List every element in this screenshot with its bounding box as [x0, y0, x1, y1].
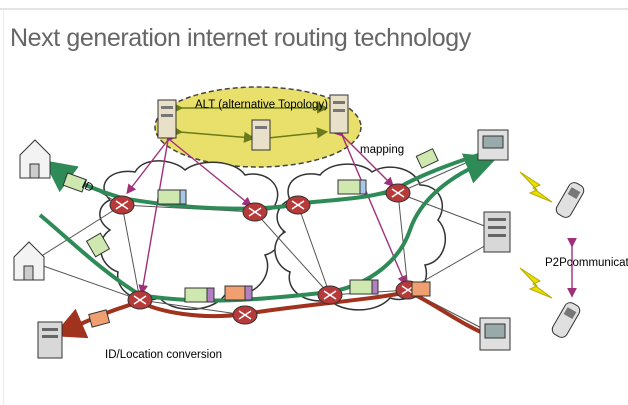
slide-title: Next generation internet routing technol…	[10, 24, 471, 52]
router-icon	[127, 290, 153, 310]
packet-icon	[157, 189, 187, 205]
mapping-label: mapping	[360, 144, 404, 156]
alt-links	[171, 102, 329, 145]
packet-icon	[184, 287, 215, 303]
server-icon	[37, 321, 63, 359]
packet-icon	[337, 179, 367, 195]
packet-icon	[349, 279, 379, 295]
left-rule	[3, 10, 4, 405]
packet-icon	[411, 281, 431, 297]
conversion-label: ID/Location conversion	[105, 349, 222, 361]
id-label: ID	[80, 179, 95, 195]
packets	[62, 148, 439, 328]
alt-label: ALT (alternative Topology)	[195, 99, 328, 111]
top-rule	[0, 8, 628, 10]
router-icon	[317, 285, 343, 305]
packet-icon	[88, 309, 111, 328]
server-icon	[251, 119, 271, 151]
router-icon	[285, 195, 311, 215]
routers	[109, 183, 421, 325]
green-path-2	[38, 153, 498, 303]
server-icon	[329, 94, 349, 134]
packet-icon	[62, 172, 88, 193]
server-icon	[479, 317, 511, 351]
house-icon	[19, 139, 51, 179]
packet-icon	[85, 232, 111, 258]
router-icon	[242, 202, 268, 222]
router-icon	[385, 183, 411, 203]
server-icon	[157, 99, 177, 139]
router-icon	[109, 195, 135, 215]
packet-icon	[415, 148, 439, 169]
alt-servers	[157, 94, 349, 151]
router-icon	[232, 305, 258, 325]
p2p-label: P2Pcommunicatio	[545, 257, 628, 269]
server-icon	[483, 211, 511, 253]
phone-icon	[551, 302, 581, 338]
packet-icon	[224, 285, 253, 301]
lightning-icon	[519, 267, 553, 299]
lightning-icon	[519, 171, 553, 203]
server-icon	[477, 129, 509, 161]
house-icon	[13, 241, 45, 281]
phone-icon	[555, 182, 585, 218]
